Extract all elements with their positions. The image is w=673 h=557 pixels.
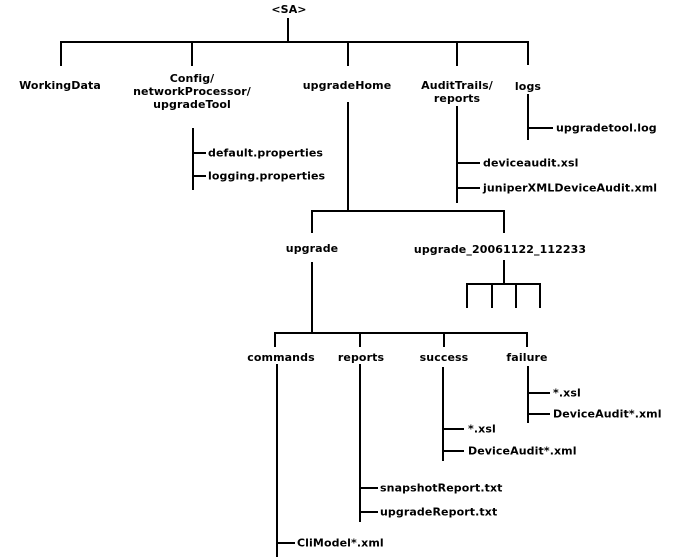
node-reports: reports xyxy=(337,351,385,364)
file-juniperxmldeviceaudit-xml: juniperXMLDeviceAudit.xml xyxy=(483,181,658,195)
node-upgrade: upgrade xyxy=(285,242,339,255)
file-logging-properties: logging.properties xyxy=(208,169,326,183)
node-logs: logs xyxy=(514,80,542,93)
file-default-properties: default.properties xyxy=(208,146,324,160)
node-root-sa: <SA> xyxy=(271,3,307,16)
file-deviceaudit-xsl: deviceaudit.xsl xyxy=(483,156,579,170)
node-workingdata: WorkingData xyxy=(19,79,101,92)
node-failure: failure xyxy=(506,351,548,364)
file-failure-deviceaudit-xml: DeviceAudit*.xml xyxy=(553,407,662,421)
node-commands: commands xyxy=(247,351,315,364)
file-upgradetool-log: upgradetool.log xyxy=(556,121,657,135)
file-success-xsl: *.xsl xyxy=(468,422,496,436)
node-upgradehome: upgradeHome xyxy=(302,79,392,92)
file-snapshotreport-txt: snapshotReport.txt xyxy=(380,481,503,495)
file-success-deviceaudit-xml: DeviceAudit*.xml xyxy=(468,444,577,458)
file-climodel-xml: CliModel*.xml xyxy=(297,536,384,550)
node-upgrade-20061122-112233: upgrade_20061122_112233 xyxy=(413,243,587,256)
file-failure-xsl: *.xsl xyxy=(553,386,581,400)
file-upgradereport-txt: upgradeReport.txt xyxy=(380,505,498,519)
node-success: success xyxy=(419,351,469,364)
node-audittrails-reports: AuditTrails/ reports xyxy=(421,79,493,105)
node-config-networkprocessor-upgradetool: Config/ networkProcessor/ upgradeTool xyxy=(133,72,251,111)
